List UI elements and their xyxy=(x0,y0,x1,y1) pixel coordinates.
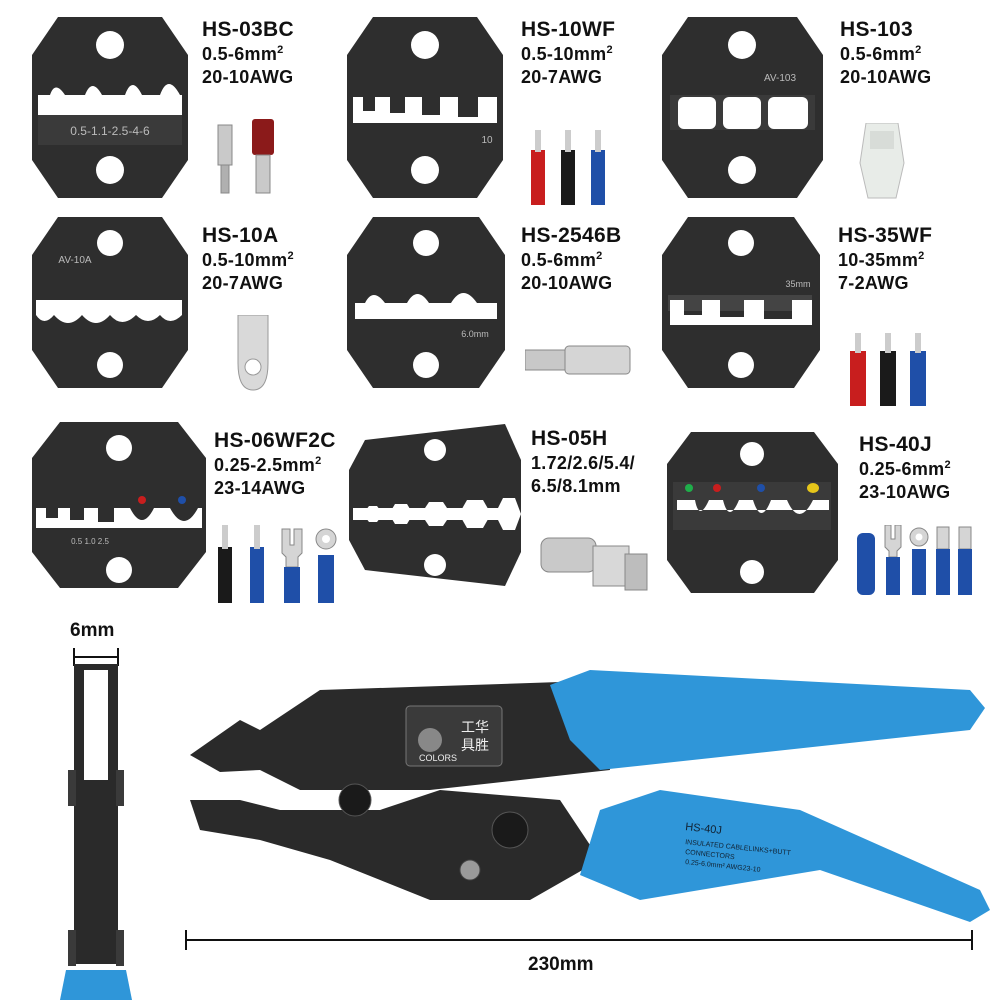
terminal-icons xyxy=(217,119,274,194)
range-label: 0.25-6mm xyxy=(859,459,945,480)
die-engraving: 6.0mm xyxy=(461,329,489,339)
insulated-terminal-icons xyxy=(857,525,972,595)
ring-lug-icon xyxy=(237,315,269,391)
awg-label: 23-10AWG xyxy=(859,481,951,502)
range-label: 0.5-6mm xyxy=(202,44,278,65)
crimp-die-hs-103: AV-103 xyxy=(662,17,823,198)
spec-block: HS-05H 1.72/2.6/5.4/ 6.5/8.1mm xyxy=(531,426,635,497)
crimp-die-hs-2546b: 6.0mm xyxy=(347,217,505,388)
range-label: 1.72/2.6/5.4/ xyxy=(531,453,635,474)
model-label: HS-05H xyxy=(531,427,608,450)
die-cell-hs-10wf: 10 HS-10WF 0.5-10mm2 20-7AWG xyxy=(345,15,655,205)
die-engraving: 10 xyxy=(481,135,493,146)
awg-label: 20-10AWG xyxy=(202,66,294,87)
awg-label: 20-7AWG xyxy=(202,272,284,293)
crimp-die-hs-10wf: 10 xyxy=(347,17,503,198)
brand-cn-top: 工华 xyxy=(461,720,489,736)
model-label: HS-10WF xyxy=(521,18,616,41)
spec-block: HS-10WF 0.5-10mm2 20-7AWG xyxy=(521,18,616,87)
crimp-die-hs-03bc: 0.5-1.1-2.5-4-6 xyxy=(32,17,188,198)
range-label: 10-35mm xyxy=(838,250,919,271)
die-engraving: AV-103 xyxy=(764,73,796,84)
brand-en: COLORS xyxy=(419,753,457,763)
range-label: 0.5-6mm xyxy=(840,44,916,65)
crimp-die-hs-40j xyxy=(667,432,838,593)
die-cell-hs-35wf: 35mm HS-35WF 10-35mm2 7-2AWG xyxy=(660,215,980,406)
die-cell-hs-10a: AV-10A HS-10A 0.5-10mm2 20-7AWG xyxy=(30,215,330,405)
die-engraving: 35mm xyxy=(785,279,810,289)
spec-block: HS-2546B 0.5-6mm2 20-10AWG xyxy=(521,224,622,293)
awg-label: 20-10AWG xyxy=(521,272,613,293)
brand-cn-bottom: 具胜 xyxy=(461,738,489,754)
ferrule-icons xyxy=(531,130,605,205)
die-cell-hs-05h: HS-05H 1.72/2.6/5.4/ 6.5/8.1mm xyxy=(345,420,665,610)
length-dimension-label: 230mm xyxy=(528,954,594,975)
awg-label: 6.5/8.1mm xyxy=(531,475,621,496)
die-engraving: 0.5-1.1-2.5-4-6 xyxy=(70,124,150,138)
awg-label: 20-7AWG xyxy=(521,66,603,87)
spec-block: HS-103 0.5-6mm2 20-10AWG xyxy=(840,18,932,87)
model-label: HS-03BC xyxy=(202,18,294,41)
range-label: 0.25-2.5mm xyxy=(214,455,316,476)
tool-side-view xyxy=(60,648,132,1000)
die-cell-hs-2546b: 6.0mm HS-2546B 0.5-6mm2 20-10AWG xyxy=(345,215,655,405)
model-label: HS-10A xyxy=(202,224,279,247)
crimp-die-hs-06wf2c: 0.5 1.0 2.5 xyxy=(32,422,206,588)
die-engraving: AV-10A xyxy=(58,255,91,266)
spec-block: HS-10A 0.5-10mm2 20-7AWG xyxy=(202,224,294,293)
spec-block: HS-40J 0.25-6mm2 23-10AWG xyxy=(859,433,951,502)
model-label: HS-2546B xyxy=(521,224,622,247)
awg-label: 23-14AWG xyxy=(214,477,306,498)
die-engraving: 0.5 1.0 2.5 xyxy=(71,537,109,546)
crimping-tool: 工华 具胜 COLORS HS-40J INSULATED CABLELINKS… xyxy=(190,670,990,922)
coax-pin-icon xyxy=(525,345,631,375)
die-cell-hs-40j: HS-40J 0.25-6mm2 23-10AWG xyxy=(665,430,985,610)
bnc-connector-icon xyxy=(540,537,648,591)
spec-block: HS-35WF 10-35mm2 7-2AWG xyxy=(838,224,933,293)
length-dimension-line xyxy=(185,930,973,950)
awg-label: 7-2AWG xyxy=(838,272,909,293)
model-label: HS-35WF xyxy=(838,224,933,247)
cap-connector-icon xyxy=(859,123,905,199)
spec-block: HS-06WF2C 0.25-2.5mm2 23-14AWG xyxy=(214,429,336,498)
die-cell-hs-103: AV-103 HS-103 0.5-6mm2 20-10AWG xyxy=(660,15,980,205)
die-cell-hs-03bc: 0.5-1.1-2.5-4-6 HS-03BC 0.5-6mm2 20-10AW… xyxy=(30,15,330,205)
model-label: HS-06WF2C xyxy=(214,429,336,452)
terminal-icons xyxy=(218,525,337,603)
crimp-die-hs-05h xyxy=(349,424,521,586)
range-label: 0.5-6mm xyxy=(521,250,597,271)
awg-label: 20-10AWG xyxy=(840,66,932,87)
crimp-die-hs-35wf: 35mm xyxy=(662,217,820,388)
model-label: HS-40J xyxy=(859,433,933,456)
handle-model: HS-40J xyxy=(685,821,723,837)
die-cell-hs-06wf2c: 0.5 1.0 2.5 HS-06WF2C 0.25-2.5mm2 23-14A… xyxy=(30,420,340,610)
spec-block: HS-03BC 0.5-6mm2 20-10AWG xyxy=(202,18,294,87)
width-dimension-label: 6mm xyxy=(70,620,115,641)
crimp-die-hs-10a: AV-10A xyxy=(32,217,188,388)
model-label: HS-103 xyxy=(840,18,914,41)
range-label: 0.5-10mm xyxy=(521,44,607,65)
range-label: 0.5-10mm xyxy=(202,250,288,271)
ferrule-icons xyxy=(850,333,926,406)
